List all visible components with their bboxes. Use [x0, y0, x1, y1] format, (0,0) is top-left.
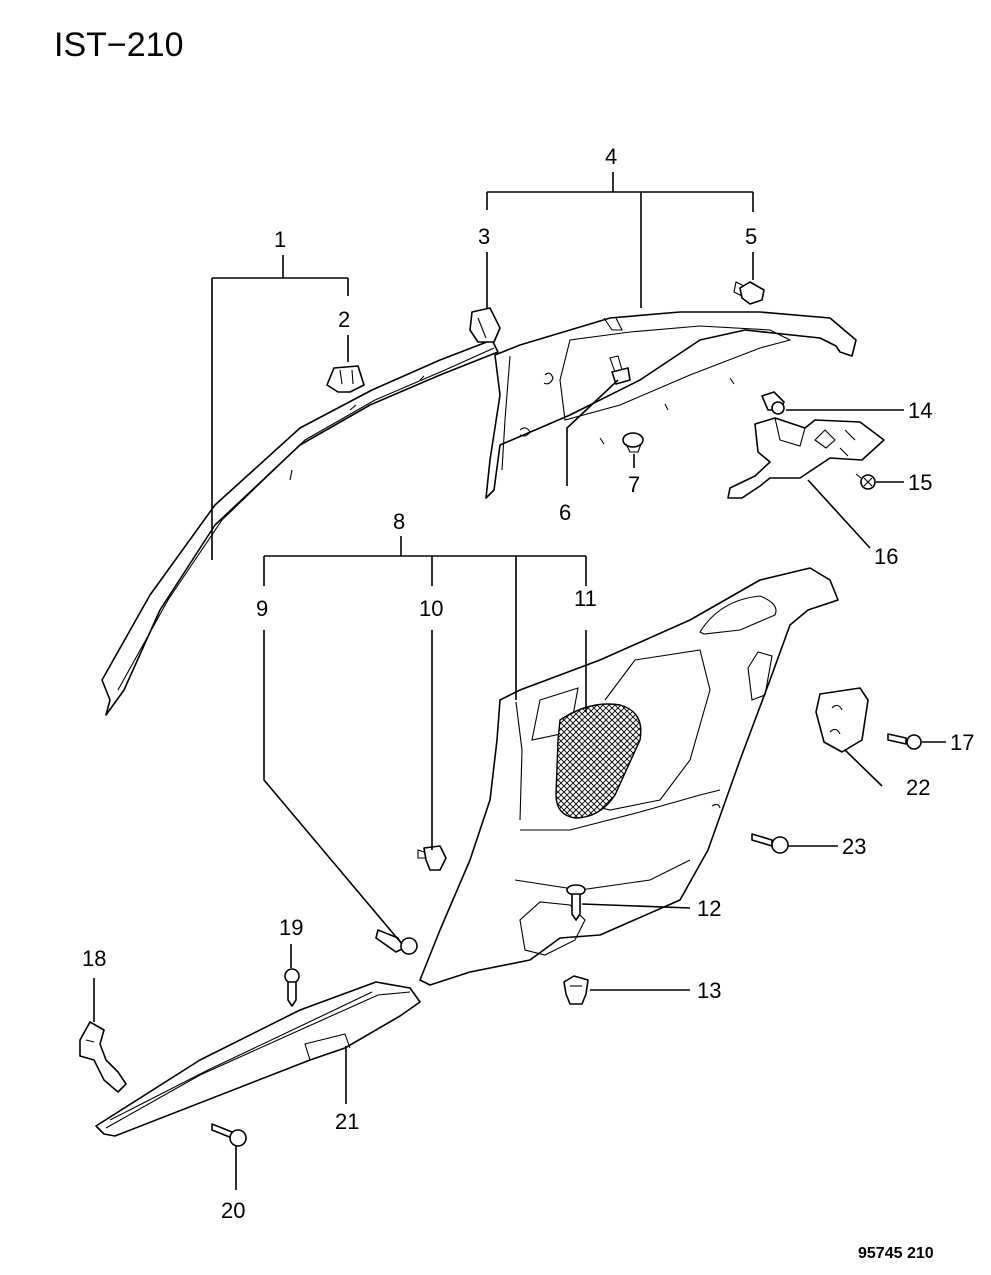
- callout-20: 20: [221, 1198, 245, 1223]
- callout-3: 3: [478, 224, 490, 249]
- clip-10: [417, 845, 447, 871]
- callout-11: 11: [574, 586, 597, 611]
- clip-3: [469, 307, 501, 343]
- callout-8: 8: [393, 509, 405, 534]
- scuff-plate-21: [95, 981, 421, 1137]
- clip-2: [326, 365, 365, 393]
- callout-19: 19: [279, 915, 303, 940]
- screw-23: [751, 833, 789, 854]
- callout-6: 6: [559, 500, 571, 525]
- drawing-number: 95745 210: [858, 1245, 934, 1262]
- callout-18: 18: [82, 946, 106, 971]
- speaker-grille-11: [555, 703, 642, 819]
- clip-9: [375, 929, 418, 955]
- callout-9: 9: [256, 596, 268, 621]
- clip-18: [79, 1021, 127, 1093]
- callout-2: 2: [338, 307, 350, 332]
- push-clip-5: [733, 281, 765, 305]
- screw-6: [609, 355, 631, 385]
- callout-21: 21: [335, 1109, 359, 1134]
- callout-17: 17: [950, 730, 974, 755]
- screw-15: [855, 473, 876, 490]
- callout-4: 4: [605, 144, 617, 169]
- upper-quarter-trim: [485, 311, 857, 499]
- screw-19: [284, 968, 300, 1007]
- screw-20: [211, 1123, 247, 1147]
- bolt-14: [761, 391, 785, 415]
- callout-10: 10: [419, 596, 443, 621]
- lower-quarter-trim: [419, 567, 839, 986]
- callout-labels: 1 2 3 4 5 6 7 8 9 10 11 12 13 14 15 16 1…: [82, 144, 974, 1223]
- callout-7: 7: [628, 472, 640, 497]
- callout-23: 23: [842, 834, 866, 859]
- cover-plate-22: [815, 687, 869, 753]
- callout-14: 14: [908, 398, 932, 423]
- callout-1: 1: [274, 227, 286, 252]
- grommet-7: [622, 432, 644, 453]
- callout-5: 5: [745, 224, 757, 249]
- a-pillar-trim: [101, 339, 499, 716]
- callout-13: 13: [697, 978, 721, 1003]
- callout-15: 15: [908, 470, 932, 495]
- callout-22: 22: [906, 775, 930, 800]
- screw-12: [566, 884, 586, 921]
- leader-lines: [93, 172, 946, 1190]
- callout-16: 16: [874, 544, 898, 569]
- screw-17: [887, 733, 922, 750]
- diagram-title: IST−210: [54, 26, 183, 64]
- clip-13: [563, 975, 589, 1005]
- callout-12: 12: [697, 896, 721, 921]
- bracket-16: [727, 417, 885, 499]
